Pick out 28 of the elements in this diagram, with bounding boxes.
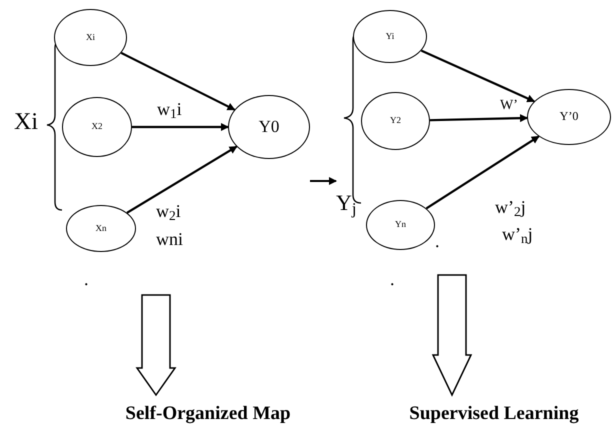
neuron-ellipse: Xi [54,9,127,66]
arrow [120,52,236,111]
weight-label: w’$_{2}$j [495,198,526,216]
arrow [426,135,540,210]
arrow [420,50,536,102]
dot: . [84,270,88,288]
neuron-ellipse: Y2 [361,92,430,150]
neuron-ellipse: Y’0 [527,89,611,145]
result-label: Self-Organized Map [86,404,330,430]
neuron-ellipse: X2 [62,97,132,157]
weight-label: w’$_{n}$j [502,225,533,243]
neuron-ellipse: Xn [66,205,136,252]
weight-label: W’ [500,99,518,113]
neuron-ellipse: Y0 [228,95,310,159]
hollow-arrow [136,294,176,396]
weight-label: w$_{2}$i [156,202,181,220]
weight-label: wni [156,230,183,248]
arrow [430,114,528,122]
dot: . [390,270,394,288]
result-label: Supervised Learning [372,404,616,430]
dot: . [435,232,440,250]
arrow [132,123,229,131]
arrow [126,146,238,214]
weight-label: w$_{1}$i [157,100,182,118]
brace-label: Xi [14,110,38,134]
hollow-arrow [432,274,472,397]
neuron-ellipse: Yn [366,200,435,250]
neuron-ellipse: Yi [353,10,427,63]
